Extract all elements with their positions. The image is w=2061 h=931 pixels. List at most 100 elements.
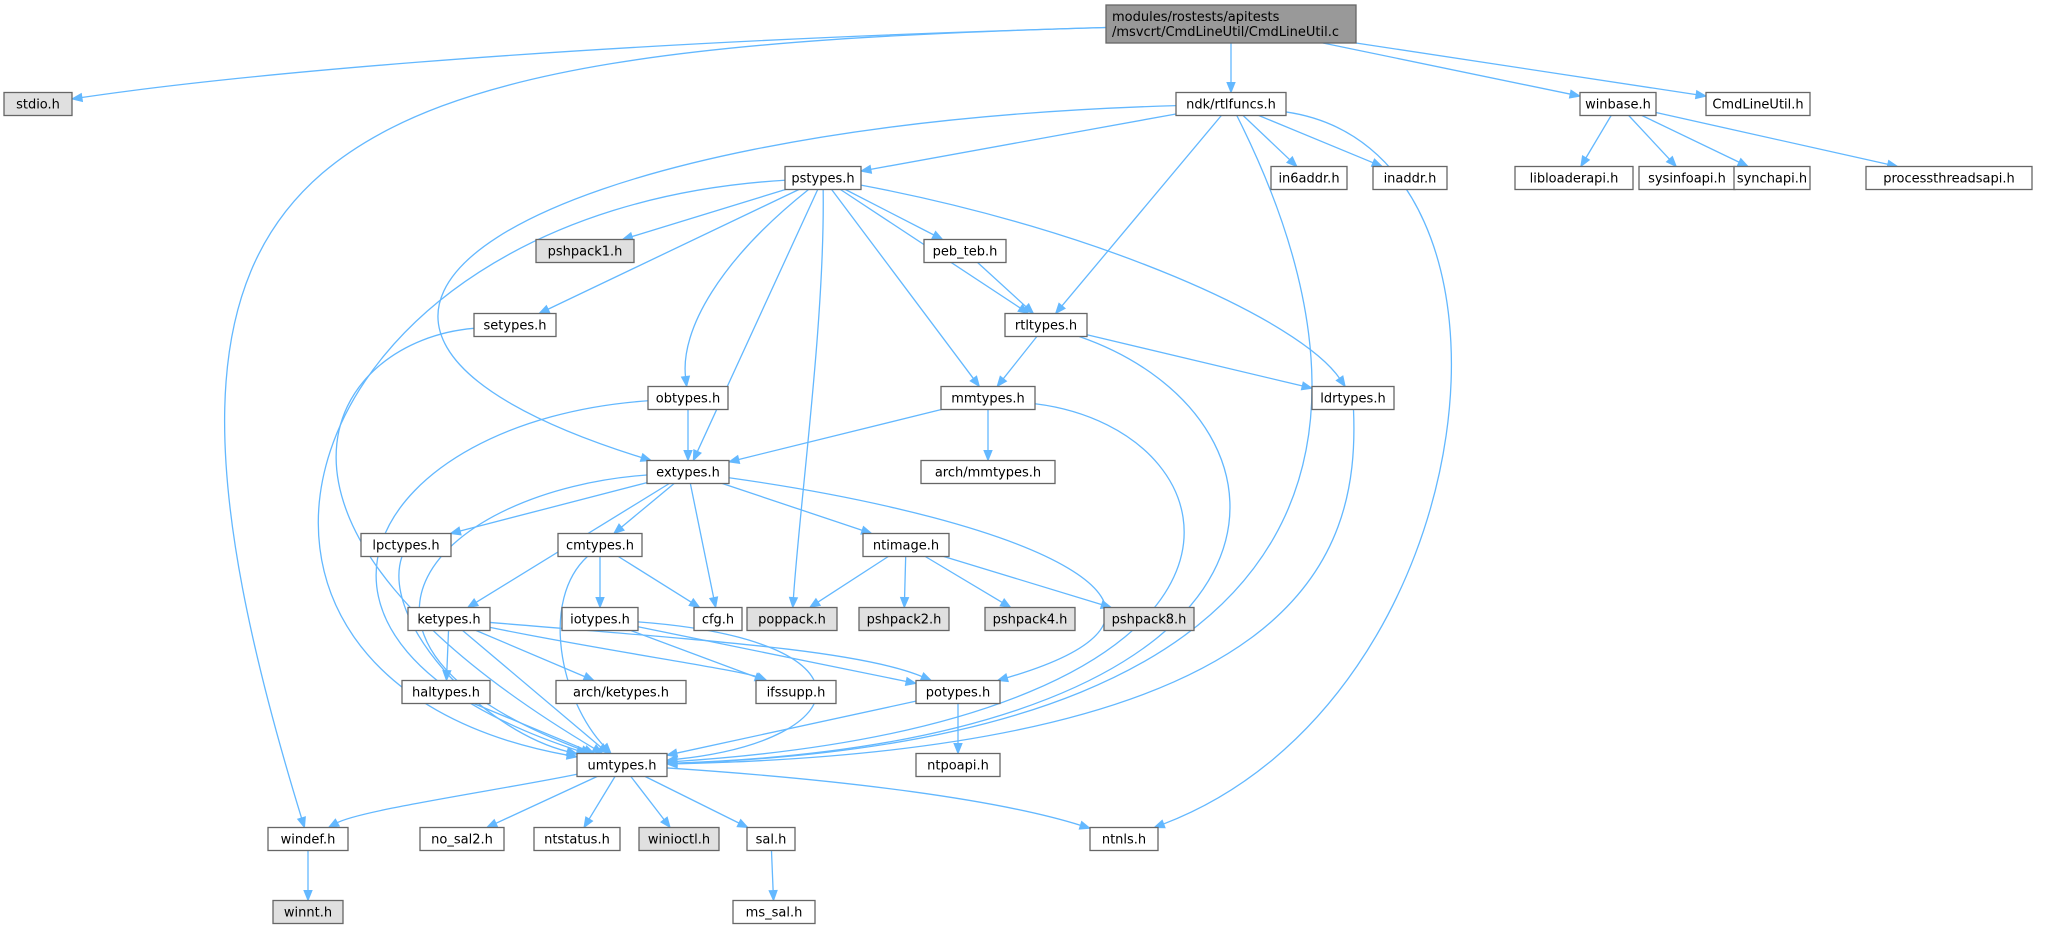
node-lpctypes[interactable]: lpctypes.h [360, 532, 452, 558]
arrow-head [683, 450, 693, 462]
node-umtypes[interactable]: umtypes.h [576, 752, 668, 778]
node-ntnls[interactable]: ntnls.h [1089, 826, 1159, 852]
node-rtlfuncs[interactable]: ndk/rtlfuncs.h [1175, 91, 1287, 117]
node-pebteb[interactable]: peb_teb.h [923, 238, 1007, 264]
node-ntimage[interactable]: ntimage.h [862, 532, 950, 558]
edge-line [462, 630, 602, 749]
arrow-head [727, 454, 741, 464]
node-iotypes[interactable]: iotypes.h [561, 606, 639, 632]
node-haltypes[interactable]: haltypes.h [401, 679, 491, 705]
edge-ketypes-to-archketypes [475, 629, 596, 682]
node-mssal[interactable]: ms_sal.h [732, 899, 816, 925]
node-archmmtypes[interactable]: arch/mmtypes.h [920, 459, 1056, 485]
node-inaddr[interactable]: inaddr.h [1372, 165, 1448, 191]
edge-line [1655, 111, 1889, 166]
edge-root-to-winbase [1322, 42, 1582, 99]
node-label: setypes.h [484, 319, 547, 334]
node-mmtypes[interactable]: mmtypes.h [940, 385, 1036, 411]
arrow-head [449, 526, 462, 536]
node-label: CmdLineUtil.h [1712, 98, 1803, 113]
node-label: winnt.h [284, 906, 332, 921]
node-extypes[interactable]: extypes.h [646, 459, 730, 485]
edge-rtltypes-to-ldrtypes [1086, 334, 1314, 391]
node-ketypes[interactable]: ketypes.h [407, 606, 491, 632]
edge-umtypes-to-windef [327, 773, 578, 829]
node-archketypes[interactable]: arch/ketypes.h [555, 679, 687, 705]
node-box [407, 606, 491, 632]
node-label: peb_teb.h [933, 245, 998, 260]
node-ntpoapi[interactable]: ntpoapi.h [915, 752, 1001, 778]
edge-umtypes-to-sal [644, 775, 750, 829]
node-box [1705, 91, 1811, 117]
arrow-head [999, 598, 1012, 609]
edge-sal-to-mssal [768, 850, 778, 902]
node-pshpack4[interactable]: pshpack4.h [984, 606, 1076, 632]
node-label: poppack.h [758, 613, 826, 628]
node-winbase[interactable]: winbase.h [1579, 91, 1657, 117]
node-ntstatus[interactable]: ntstatus.h [533, 826, 621, 852]
node-label: pshpack8.h [1112, 613, 1187, 628]
edge-pstypes-to-obtypes [680, 188, 809, 388]
edge-line [924, 555, 1004, 604]
node-nosal2[interactable]: no_sal2.h [419, 826, 505, 852]
node-synchapi[interactable]: synchapi.h [1733, 165, 1811, 191]
node-label: lpctypes.h [372, 539, 439, 554]
node-setypes[interactable]: setypes.h [473, 312, 557, 338]
node-rtltypes[interactable]: rtltypes.h [1004, 312, 1088, 338]
node-obtypes[interactable]: obtypes.h [647, 385, 729, 411]
edge-pstypes-to-pebteb [845, 188, 944, 241]
node-label: pstypes.h [791, 172, 854, 187]
edge-line [446, 630, 450, 672]
node-box [746, 826, 796, 852]
node-stdio[interactable]: stdio.h [3, 91, 73, 117]
node-label: extypes.h [656, 466, 720, 481]
edge-pstypes-to-pshpack1 [621, 188, 786, 241]
node-poppack[interactable]: poppack.h [746, 606, 838, 632]
node-label: ifssupp.h [767, 686, 826, 701]
arrow-head [1736, 157, 1750, 168]
node-ldrtypes[interactable]: ldrtypes.h [1311, 385, 1395, 411]
arrow-head [808, 597, 822, 609]
node-pshpack8[interactable]: pshpack8.h [1103, 606, 1195, 632]
edge-rtlfuncs-to-in6addr [1242, 115, 1298, 168]
node-pshpack1[interactable]: pshpack1.h [535, 238, 635, 264]
node-box [561, 606, 639, 632]
edge-mmtypes-to-archmmtypes [983, 409, 993, 462]
node-pstypes[interactable]: pstypes.h [784, 165, 862, 191]
edge-line [1258, 114, 1375, 164]
node-pshpack2[interactable]: pshpack2.h [858, 606, 950, 632]
node-sal[interactable]: sal.h [746, 826, 796, 852]
arrow-head [983, 450, 993, 462]
node-libloaderapi[interactable]: libloaderapi.h [1514, 165, 1634, 191]
arrow-head [595, 597, 605, 609]
edge-rtlfuncs-to-extypes [437, 104, 1177, 462]
edge-line [489, 626, 759, 678]
node-in6addr[interactable]: in6addr.h [1270, 165, 1348, 191]
arrow-head [708, 596, 719, 609]
node-root[interactable]: modules/rostests/apitests/msvcrt/CmdLine… [1105, 4, 1357, 44]
edge-line [1628, 115, 1671, 161]
node-box [755, 679, 837, 705]
node-cmdlineutil[interactable]: CmdLineUtil.h [1705, 91, 1811, 117]
arrow-head [899, 596, 910, 609]
node-processthreadsapi[interactable]: processthreadsapi.h [1865, 165, 2033, 191]
node-ifssupp[interactable]: ifssupp.h [755, 679, 837, 705]
node-winioctl[interactable]: winioctl.h [638, 826, 720, 852]
node-potypes[interactable]: potypes.h [915, 679, 1001, 705]
arrow-head [680, 375, 691, 388]
node-winnt[interactable]: winnt.h [272, 899, 344, 925]
node-box [746, 606, 838, 632]
node-cmtypes[interactable]: cmtypes.h [557, 532, 643, 558]
edge-line [620, 482, 675, 529]
arrow-head [485, 818, 499, 829]
node-box [401, 679, 491, 705]
edge-line [860, 184, 1341, 380]
node-cfg[interactable]: cfg.h [693, 606, 743, 632]
node-sysinfoapi[interactable]: sysinfoapi.h [1638, 165, 1736, 191]
node-label: windef.h [281, 833, 336, 848]
edge-winbase-to-sysinfoapi [1628, 115, 1678, 168]
node-windef[interactable]: windef.h [267, 826, 349, 852]
edge-ntimage-to-pshpack4 [924, 555, 1012, 609]
edges-layer [70, 26, 1899, 902]
node-box [923, 238, 1007, 264]
